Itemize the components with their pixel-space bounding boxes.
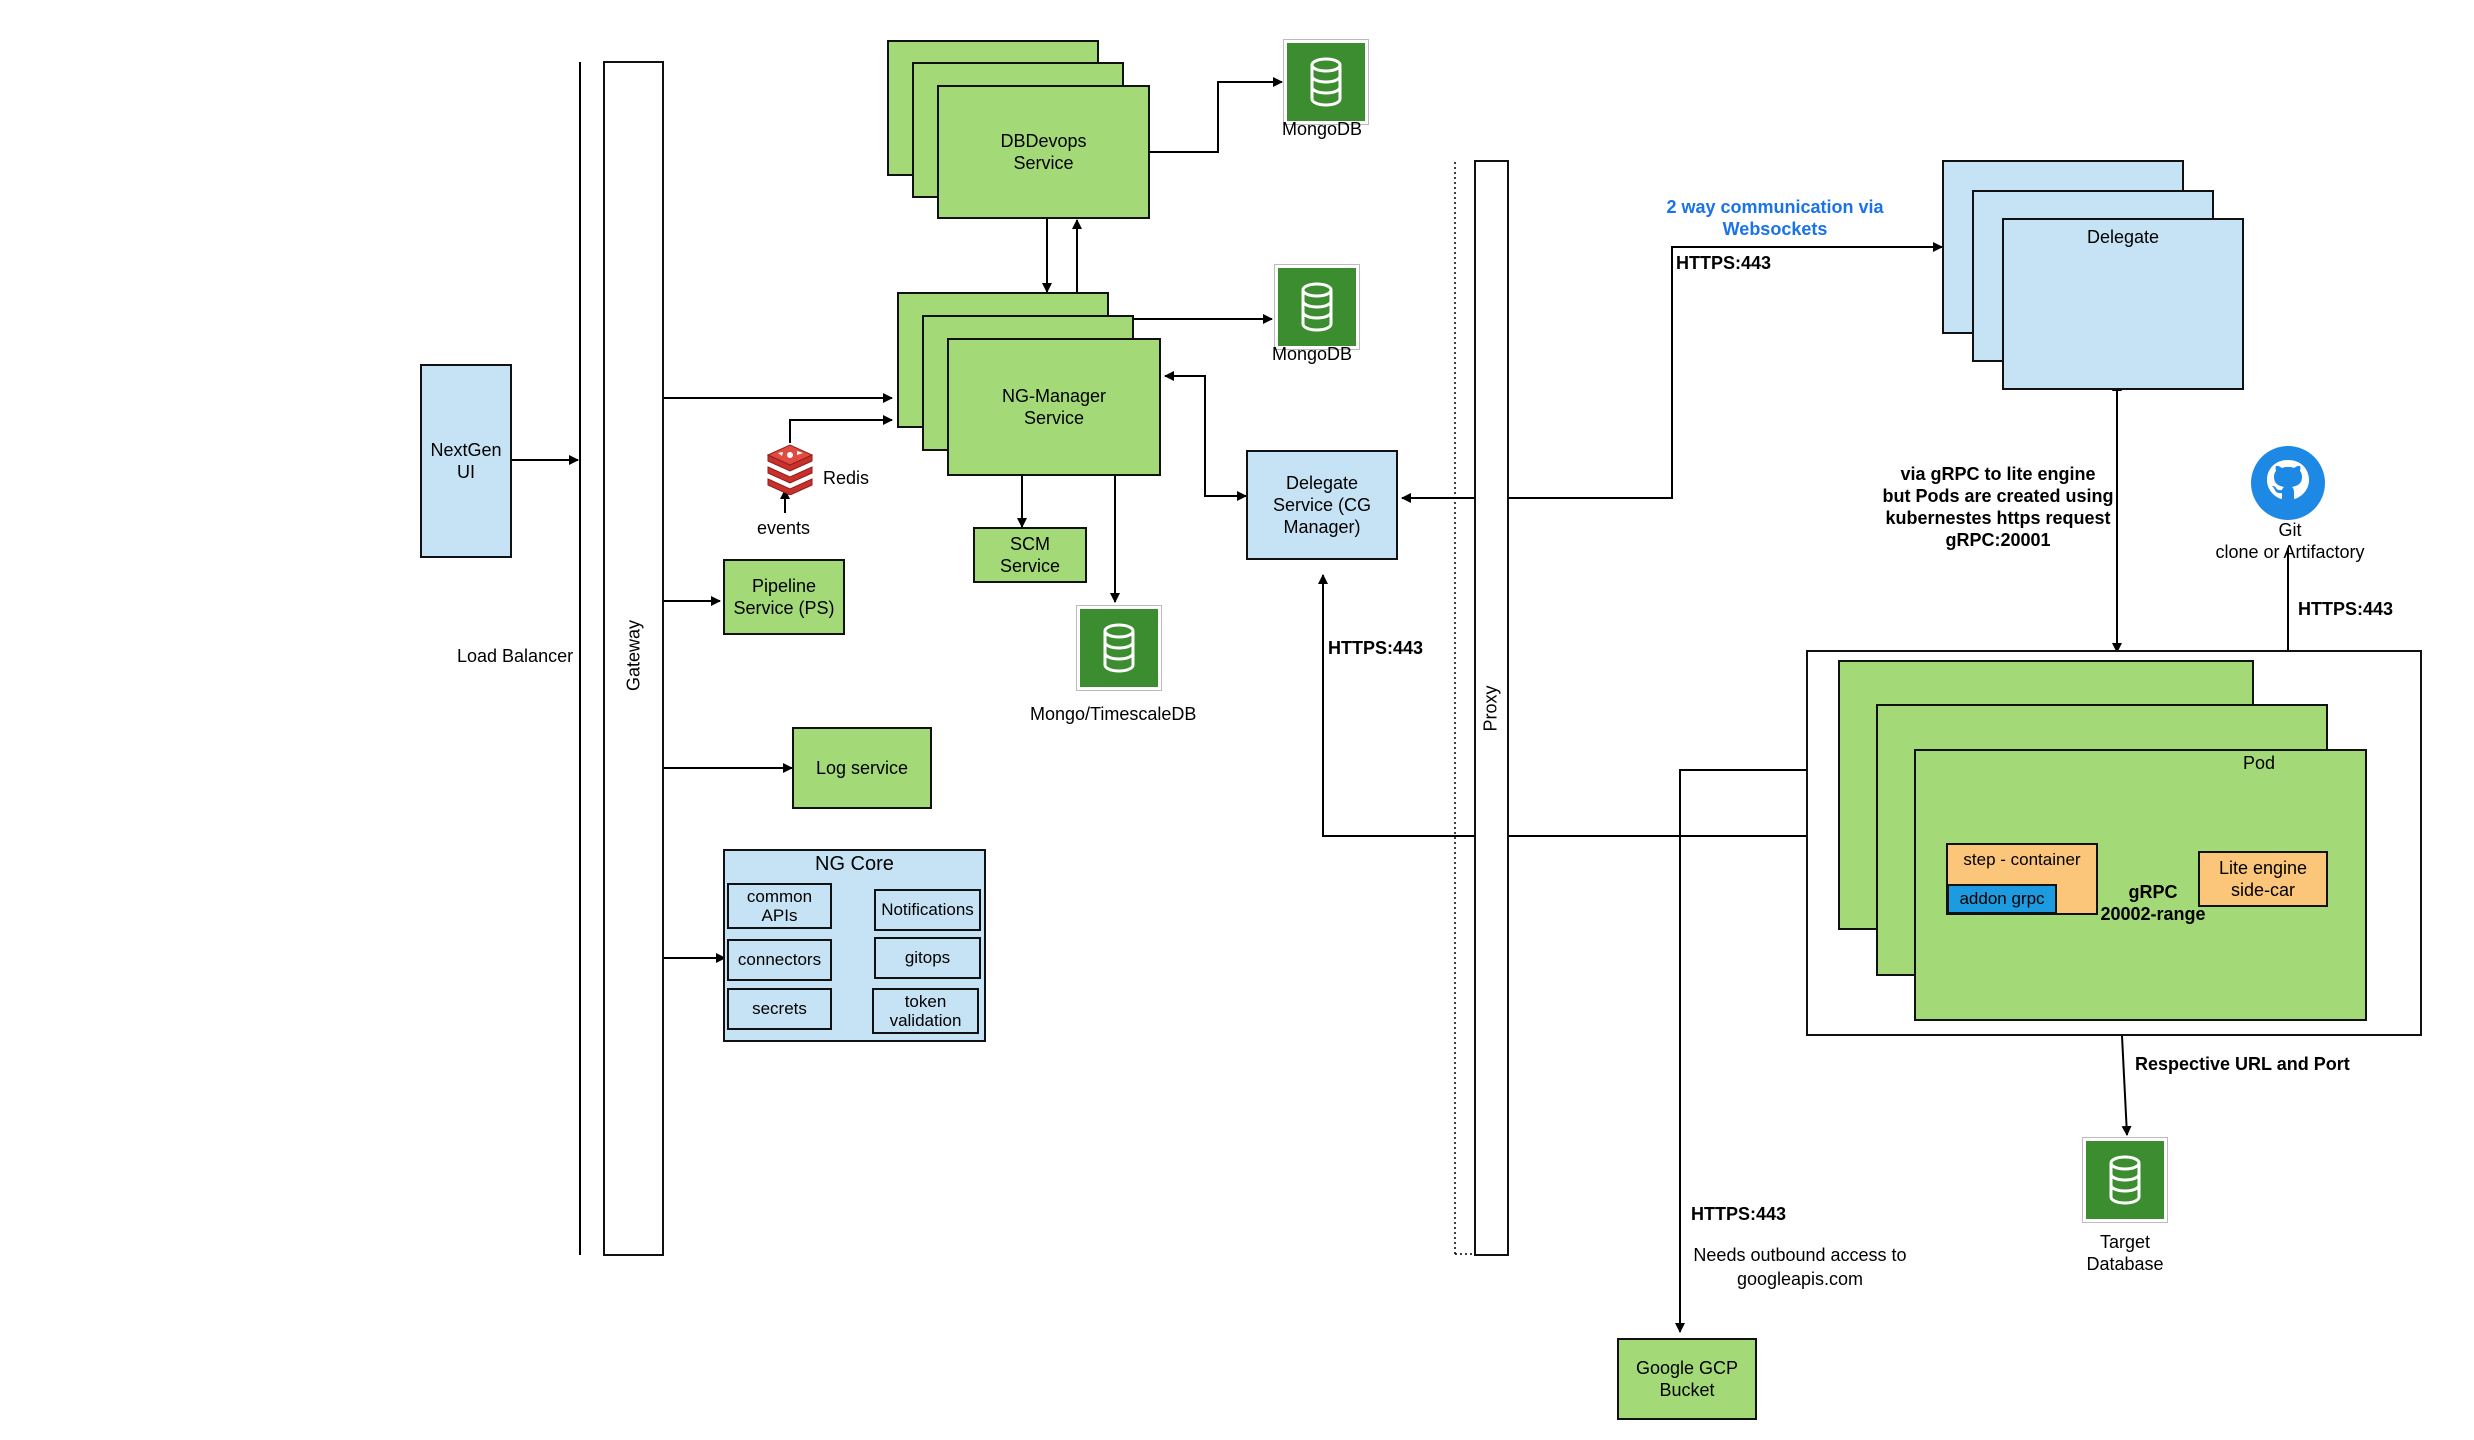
grpc-range-label: gRPC 20002-range [2100, 882, 2206, 924]
proxy-box [1474, 160, 1509, 1256]
ng-core-secrets: secrets [727, 988, 832, 1030]
ng-core-notifications: Notifications [874, 889, 981, 931]
gateway-label: Gateway [623, 619, 644, 692]
mongodb-mid-label: MongoDB [1272, 344, 1353, 364]
nextgen-ui-box: NextGen UI [420, 364, 512, 558]
https-git-label: HTTPS:443 [2298, 599, 2394, 619]
log-service: Log service [792, 727, 932, 809]
grpc-note-label: via gRPC to lite engine but Pods are cre… [1882, 464, 2114, 550]
delegate-service: Delegate Service (CG Manager) [1246, 450, 1398, 560]
two-way-websocket-label: 2 way communication via Websockets [1666, 197, 1884, 239]
mongo-timescale-label: Mongo/TimescaleDB [1030, 704, 1197, 724]
delegate: Delegate [2002, 218, 2244, 390]
mongo-timescale-database-icon [1077, 606, 1161, 690]
mongodb-top-label: MongoDB [1282, 119, 1363, 139]
redis-icon [765, 441, 815, 496]
github-octocat-icon [2251, 446, 2325, 520]
addon-grpc: addon grpc [1947, 884, 2057, 914]
ng-core-gitops: gitops [874, 937, 981, 979]
dbdevops-service: DBDevops Service [937, 85, 1150, 219]
https-gcp-label: HTTPS:443 [1691, 1204, 1787, 1224]
respective-url-label: Respective URL and Port [2135, 1054, 2350, 1074]
ng-manager-service: NG-Manager Service [947, 338, 1161, 476]
git-label: Git clone or Artifactory [2215, 520, 2365, 562]
mongodb-mid-database-icon [1275, 265, 1359, 349]
lite-engine-sidecar: Lite engine side-car [2198, 851, 2328, 907]
ng-core-connectors: connectors [727, 939, 832, 981]
https-delegate-label: HTTPS:443 [1676, 253, 1772, 273]
gateway-box [603, 61, 664, 1256]
target-database-label: Target Database [2086, 1232, 2164, 1274]
outbound-access-label: Needs outbound access to googleapis.com [1693, 1245, 1907, 1289]
scm-service: SCM Service [973, 527, 1087, 583]
proxy-label: Proxy [1480, 685, 1501, 732]
mongodb-top-database-icon [1284, 40, 1368, 124]
https-delegate-service-label: HTTPS:443 [1328, 638, 1424, 658]
google-gcp-bucket: Google GCP Bucket [1617, 1338, 1757, 1420]
ng-core-common-apis: common APIs [727, 883, 832, 929]
events-label: events [757, 518, 811, 538]
pipeline-service: Pipeline Service (PS) [723, 559, 845, 635]
target-database-icon [2083, 1138, 2167, 1222]
redis-label: Redis [823, 468, 870, 488]
ng-core-title: NG Core [815, 853, 894, 875]
load-balancer-label: Load Balancer [457, 646, 574, 666]
ng-core-token-validation: token validation [872, 988, 979, 1034]
pod-label: Pod [2243, 753, 2276, 773]
